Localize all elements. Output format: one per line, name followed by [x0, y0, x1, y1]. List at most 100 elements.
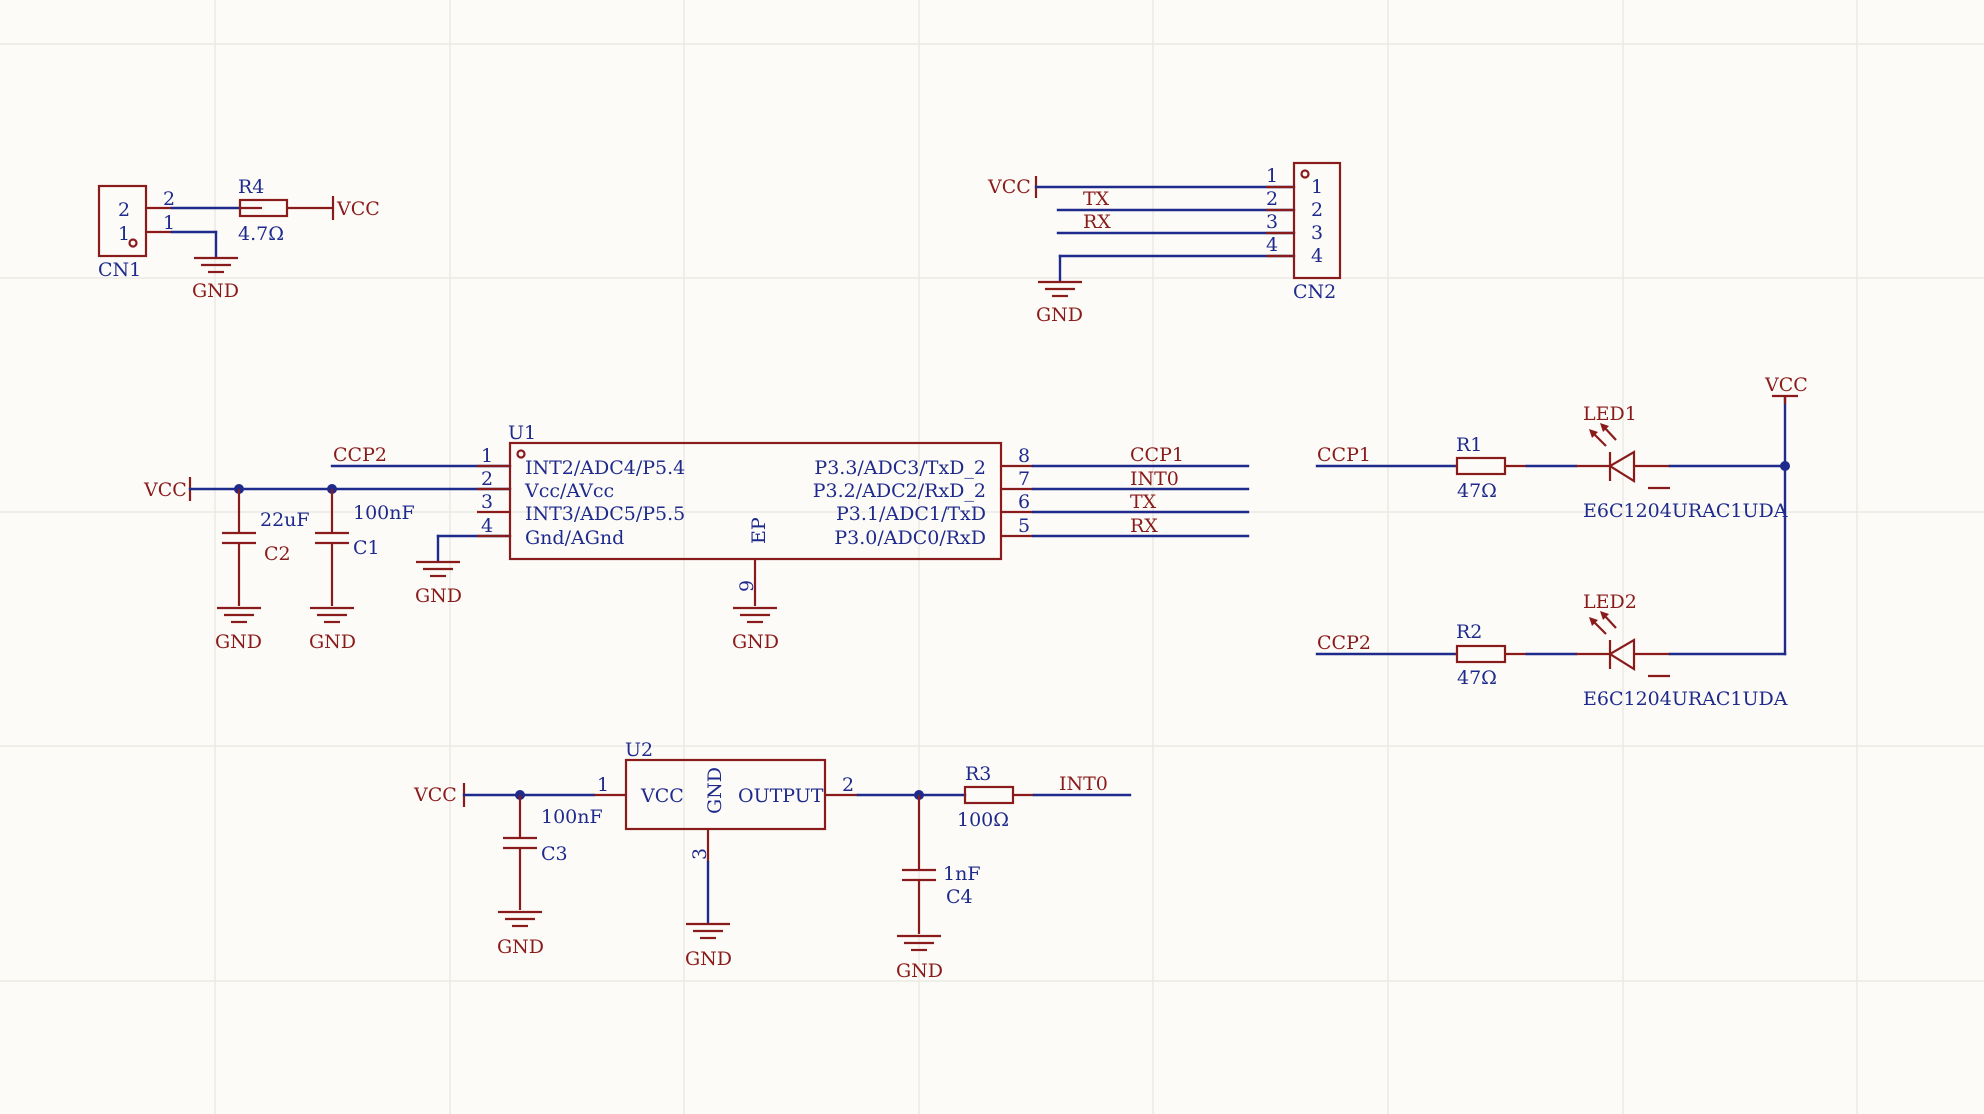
u1-pin-num-5: 5 — [1018, 515, 1030, 537]
u1-pin-name-7: P3.2/ADC2/RxD_2 — [813, 480, 986, 502]
c3-ref: C3 — [541, 843, 568, 865]
u1-ep-name: EP — [748, 517, 770, 544]
cn2-pin-num-3: 3 — [1266, 211, 1278, 233]
cn1-connector[interactable]: 2 1 2 1 CN1 — [97, 184, 175, 281]
gnd-symbol: GND — [685, 922, 732, 970]
cn1-pin-name-2: 2 — [118, 199, 130, 221]
u2-pin-name-vcc: VCC — [640, 785, 684, 807]
gnd-label: GND — [215, 631, 262, 653]
u2-pin-num-1: 1 — [597, 774, 609, 796]
u2-pin-num-3: 3 — [689, 848, 711, 860]
vcc-label: VCC — [336, 198, 380, 220]
vcc-label: VCC — [413, 784, 457, 806]
u1-pin-num-3: 3 — [481, 491, 493, 513]
u1-pin-name-3: INT3/ADC5/P5.5 — [525, 503, 685, 525]
gnd-symbol: GND — [896, 934, 943, 982]
u1-pin-name-6: P3.1/ADC1/TxD — [836, 503, 986, 525]
cn2-pin-num-2: 2 — [1266, 188, 1278, 210]
vcc-power-port: VCC — [413, 783, 466, 807]
net-label-int0: INT0 — [1059, 773, 1108, 795]
u1-ic[interactable]: U1 1 2 3 4 INT2/ADC4/P5.4 Vcc/AVcc INT3/… — [477, 422, 1033, 606]
led1-part: E6C1204URAC1UDA — [1583, 500, 1788, 522]
gnd-label: GND — [896, 960, 943, 982]
vcc-label: VCC — [1764, 374, 1808, 396]
c2-value: 22uF — [260, 509, 310, 531]
c4-value: 1nF — [943, 863, 981, 885]
vcc-power-port: VCC — [143, 477, 192, 501]
u1-pin-name-2: Vcc/AVcc — [524, 480, 614, 502]
u1-pin-num-4: 4 — [481, 515, 493, 537]
led1-diode[interactable]: LED1 E6C1204URAC1UDA — [1576, 403, 1788, 522]
u1-pin-num-1: 1 — [481, 445, 493, 467]
gnd-symbol: GND — [732, 606, 779, 653]
u1-pin-name-4: Gnd/AGnd — [525, 527, 624, 549]
c2-capacitor[interactable]: 22uF C2 — [222, 489, 310, 606]
gnd-symbol: GND — [215, 606, 262, 653]
r3-ref: R3 — [965, 763, 991, 785]
net-label-tx: TX — [1083, 188, 1110, 210]
gnd-label: GND — [497, 936, 544, 958]
gnd-symbol: GND — [309, 606, 356, 653]
c4-ref: C4 — [946, 886, 973, 908]
led2-ref: LED2 — [1583, 591, 1637, 613]
u2-pin-name-gnd: GND — [704, 767, 726, 814]
u2-ic[interactable]: U2 1 VCC GND OUTPUT 2 3 — [594, 739, 858, 862]
vcc-label: VCC — [987, 176, 1031, 198]
net-label-rx: RX — [1130, 515, 1158, 537]
c4-capacitor[interactable]: 1nF C4 — [902, 795, 981, 934]
u1-pin-name-8: P3.3/ADC3/TxD_2 — [814, 457, 986, 479]
r2-resistor[interactable]: R2 47Ω — [1455, 621, 1527, 689]
led1-ref: LED1 — [1583, 403, 1637, 425]
r1-value: 47Ω — [1457, 480, 1497, 502]
cn1-pin-name-1: 1 — [118, 223, 130, 245]
cn2-ref: CN2 — [1293, 281, 1336, 303]
u2-ref: U2 — [625, 739, 653, 761]
u1-pin-num-2: 2 — [481, 468, 493, 490]
gnd-label: GND — [685, 948, 732, 970]
cn2-pin-num-1: 1 — [1266, 165, 1278, 187]
net-label-int0: INT0 — [1130, 468, 1179, 490]
c1-value: 100nF — [353, 502, 415, 524]
cn1-ref: CN1 — [98, 259, 141, 281]
gnd-label: GND — [415, 585, 462, 607]
vcc-power-port: VCC — [331, 196, 380, 220]
cn2-pin-name-2: 2 — [1311, 199, 1323, 221]
net-label-ccp2: CCP2 — [1317, 632, 1371, 654]
u2-pin-num-2: 2 — [842, 774, 854, 796]
u1-ref: U1 — [508, 422, 536, 444]
cn1-pin-num-1: 1 — [163, 212, 175, 234]
gnd-label: GND — [192, 280, 239, 302]
c1-capacitor[interactable]: 100nF C1 — [315, 489, 415, 606]
net-label-rx: RX — [1083, 211, 1111, 233]
u1-pin-num-6: 6 — [1018, 491, 1030, 513]
gnd-label: GND — [732, 631, 779, 653]
u1-pin-name-1: INT2/ADC4/P5.4 — [525, 457, 685, 479]
r1-ref: R1 — [1456, 434, 1482, 456]
led2-part: E6C1204URAC1UDA — [1583, 688, 1788, 710]
c3-capacitor[interactable]: 100nF C3 — [503, 795, 603, 910]
gnd-symbol: GND — [415, 560, 462, 607]
cn2-connector[interactable]: 1 2 3 4 1 2 3 4 CN2 — [1266, 161, 1342, 303]
r3-resistor[interactable]: R3 100Ω — [957, 763, 1034, 831]
r2-value: 47Ω — [1457, 667, 1497, 689]
r3-value: 100Ω — [957, 809, 1009, 831]
c1-ref: C1 — [353, 537, 380, 559]
gnd-symbol: GND — [497, 910, 544, 958]
cn2-pin-name-4: 4 — [1311, 245, 1323, 267]
junction-dot — [1780, 461, 1790, 471]
net-label-tx: TX — [1130, 491, 1157, 513]
vcc-power-port: VCC — [987, 176, 1038, 198]
c3-value: 100nF — [541, 806, 603, 828]
u1-ep-num: 9 — [736, 580, 758, 592]
r2-ref: R2 — [1456, 621, 1482, 643]
r1-resistor[interactable]: R1 47Ω — [1455, 434, 1527, 502]
cn2-pin-num-4: 4 — [1266, 234, 1278, 256]
cn2-pin-name-3: 3 — [1311, 222, 1323, 244]
net-label-ccp1: CCP1 — [1317, 444, 1371, 466]
net-label-ccp2: CCP2 — [333, 444, 387, 466]
led2-diode[interactable]: LED2 E6C1204URAC1UDA — [1576, 591, 1788, 710]
vcc-label: VCC — [143, 479, 187, 501]
gnd-symbol: GND — [1036, 280, 1083, 326]
r4-resistor[interactable]: R4 4.7Ω — [238, 176, 333, 245]
